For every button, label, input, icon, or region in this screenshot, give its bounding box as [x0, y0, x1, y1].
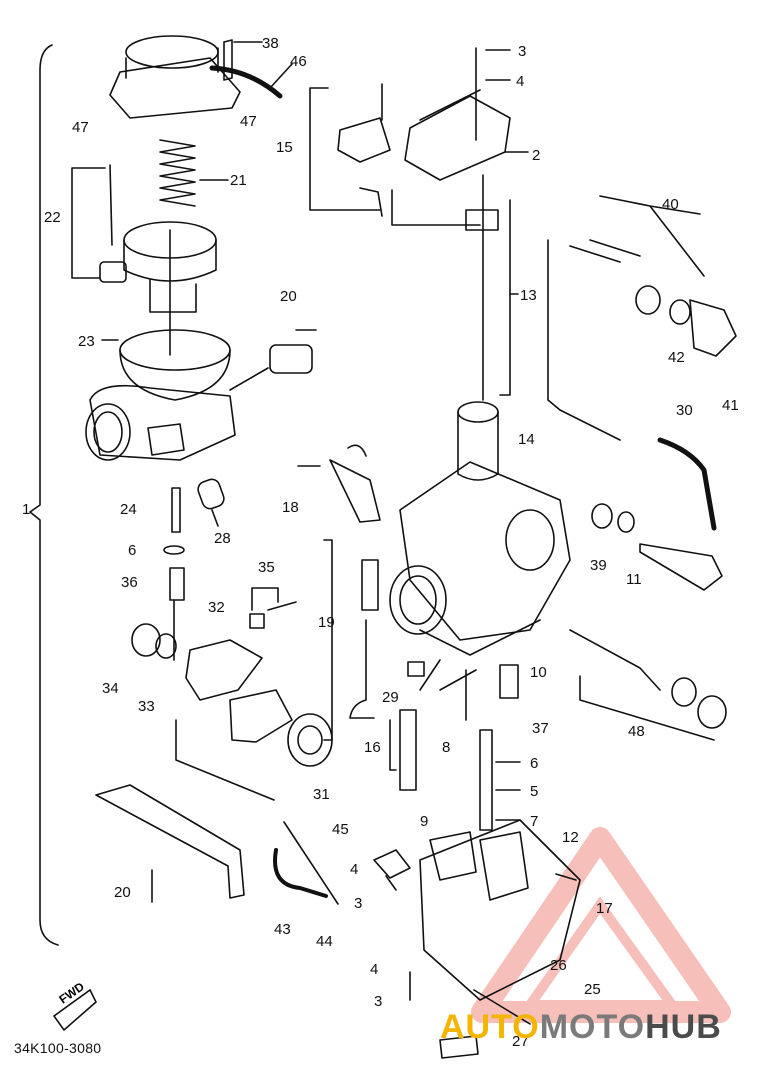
callout-labels: 38 46 47 47 21 22 23 20 24 6 28 36 35 32…: [22, 35, 739, 1050]
callout: 19: [318, 614, 335, 631]
watermark-part-1: AUTO: [440, 1008, 540, 1046]
callout: 18: [282, 499, 299, 516]
callout: 8: [442, 739, 450, 756]
callout: 43: [274, 921, 291, 938]
callout: 17: [596, 900, 613, 917]
callout: 11: [626, 571, 642, 588]
callout: 7: [530, 813, 538, 830]
callout: 28: [214, 530, 231, 547]
callout: 6: [530, 755, 538, 772]
drawing-code: 34K100-3080: [14, 1040, 102, 1056]
callout: 12: [562, 829, 579, 846]
callout: 38: [262, 35, 279, 52]
callout: 37: [532, 720, 549, 737]
watermark-part-3: HUB: [645, 1008, 722, 1046]
callout: 3: [354, 895, 362, 912]
callout: 31: [313, 786, 330, 803]
callout: 14: [518, 431, 535, 448]
callout: 21: [230, 172, 247, 189]
callout: 47: [240, 113, 257, 130]
callout: 33: [138, 698, 155, 715]
callout: 20: [114, 884, 131, 901]
callout: 5: [530, 783, 538, 800]
callout: 48: [628, 723, 645, 740]
watermark-part-2: MOTO: [539, 1008, 646, 1046]
callout: 15: [276, 139, 293, 156]
callout: 46: [290, 53, 307, 70]
callout: 4: [516, 73, 524, 90]
line-art: [29, 35, 737, 1059]
callout: 9: [420, 813, 428, 830]
forward-arrow-icon: [52, 988, 97, 1032]
callout: 41: [722, 397, 739, 414]
callout: 3: [374, 993, 382, 1010]
callout: 4: [350, 861, 358, 878]
callout: 27: [512, 1033, 529, 1050]
callout: 30: [676, 402, 693, 419]
callout: 40: [662, 196, 679, 213]
callout: 47: [72, 119, 89, 136]
callout: 36: [121, 574, 138, 591]
callout: 39: [590, 557, 607, 574]
callout: 29: [382, 689, 399, 706]
callout: 34: [102, 680, 119, 697]
callout: 22: [44, 209, 61, 226]
callout: 10: [530, 664, 547, 681]
callout: 1: [22, 501, 30, 518]
callout: 35: [258, 559, 275, 576]
callout: 24: [120, 501, 137, 518]
callout: 26: [550, 957, 567, 974]
watermark-text: AUTOMOTOHUB: [440, 1008, 722, 1047]
callout: 2: [532, 147, 540, 164]
watermark-triangle-logo: [471, 827, 731, 1023]
callout: 23: [78, 333, 95, 350]
callout: 20: [280, 288, 297, 305]
callout: 32: [208, 599, 225, 616]
callout: 16: [364, 739, 381, 756]
callout: 44: [316, 933, 333, 950]
callout: 25: [584, 981, 601, 998]
callout: 13: [520, 287, 537, 304]
callout: 4: [370, 961, 378, 978]
callout: 3: [518, 43, 526, 60]
callout: 6: [128, 542, 136, 559]
callout: 42: [668, 349, 685, 366]
callout: 45: [332, 821, 349, 838]
